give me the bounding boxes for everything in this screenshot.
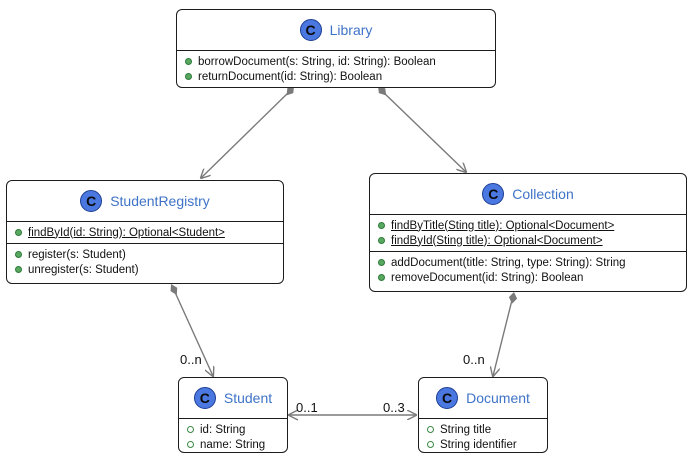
method-row: register(s: Student) xyxy=(7,247,283,262)
class-header: C StudentRegistry xyxy=(7,181,283,222)
public-method-icon xyxy=(15,251,22,258)
class-name: Student xyxy=(223,390,273,406)
multiplicity-label: 0..n xyxy=(463,352,485,367)
method-row: borrowDocument(s: String, id: String): B… xyxy=(177,54,495,69)
static-method-row: findById(Sting title): Optional<Document… xyxy=(370,233,686,248)
composition-diamond-icon xyxy=(508,292,518,304)
fields-section: String title String identifier xyxy=(419,419,547,452)
static-method-row: findByTitle(Sting title): Optional<Docum… xyxy=(370,218,686,233)
static-methods-section: findById(id: String): Optional<Student> xyxy=(7,222,283,243)
field-row: String title xyxy=(419,422,547,437)
private-field-icon xyxy=(187,441,194,448)
method-row: removeDocument(id: String): Boolean xyxy=(370,270,686,285)
multiplicity-label: 0..3 xyxy=(383,400,405,415)
class-collection[interactable]: C Collection findByTitle(Sting title): O… xyxy=(369,173,687,292)
class-name: StudentRegistry xyxy=(110,193,210,209)
composition-diamond-icon xyxy=(286,86,294,96)
class-student[interactable]: C Student id: String name: String xyxy=(178,377,288,453)
composition-diamond-icon xyxy=(378,86,387,96)
class-studentregistry[interactable]: C StudentRegistry findById(id: String): … xyxy=(6,180,284,284)
static-method-row: findById(id: String): Optional<Student> xyxy=(7,225,283,240)
class-header: C Student xyxy=(179,378,287,419)
field-row: String identifier xyxy=(419,437,547,452)
class-icon: C xyxy=(482,183,505,205)
class-name: Library xyxy=(329,22,373,38)
field-row: id: String xyxy=(179,422,287,437)
edge-library-collection xyxy=(378,86,466,172)
edge-student-document xyxy=(286,409,416,421)
edge-collection-document xyxy=(493,292,518,376)
class-icon: C xyxy=(193,387,216,409)
field-row: name: String xyxy=(179,437,287,452)
edge-library-studentregistry xyxy=(201,86,294,178)
class-header: C Library xyxy=(177,10,495,51)
method-row: addDocument(title: String, type: String)… xyxy=(370,255,686,270)
class-name: Document xyxy=(466,390,530,406)
method-row: returnDocument(id: String): Boolean xyxy=(177,69,495,84)
multiplicity-label: 0..1 xyxy=(296,400,318,415)
public-method-icon xyxy=(185,58,192,65)
composition-diamond-icon xyxy=(170,284,178,295)
public-method-icon xyxy=(15,266,22,273)
class-icon: C xyxy=(80,190,103,212)
class-document[interactable]: C Document String title String identifie… xyxy=(418,377,548,453)
public-method-icon xyxy=(15,229,22,236)
edge-studentregistry-student xyxy=(170,284,213,376)
public-method-icon xyxy=(378,222,385,229)
static-methods-section: findByTitle(Sting title): Optional<Docum… xyxy=(370,215,686,251)
class-icon: C xyxy=(299,19,322,41)
class-header: C Collection xyxy=(370,174,686,215)
private-field-icon xyxy=(187,426,194,433)
multiplicity-label: 0..n xyxy=(180,352,202,367)
public-method-icon xyxy=(378,237,385,244)
method-row: unregister(s: Student) xyxy=(7,262,283,277)
fields-section: id: String name: String xyxy=(179,419,287,452)
methods-section: borrowDocument(s: String, id: String): B… xyxy=(177,51,495,87)
private-field-icon xyxy=(427,426,434,433)
class-icon: C xyxy=(436,387,459,409)
class-name: Collection xyxy=(512,186,574,202)
public-method-icon xyxy=(378,274,385,281)
methods-section: register(s: Student) unregister(s: Stude… xyxy=(7,243,283,280)
public-method-icon xyxy=(185,73,192,80)
class-library[interactable]: C Library borrowDocument(s: String, id: … xyxy=(176,9,496,88)
private-field-icon xyxy=(427,441,434,448)
public-method-icon xyxy=(378,259,385,266)
methods-section: addDocument(title: String, type: String)… xyxy=(370,251,686,288)
class-header: C Document xyxy=(419,378,547,419)
